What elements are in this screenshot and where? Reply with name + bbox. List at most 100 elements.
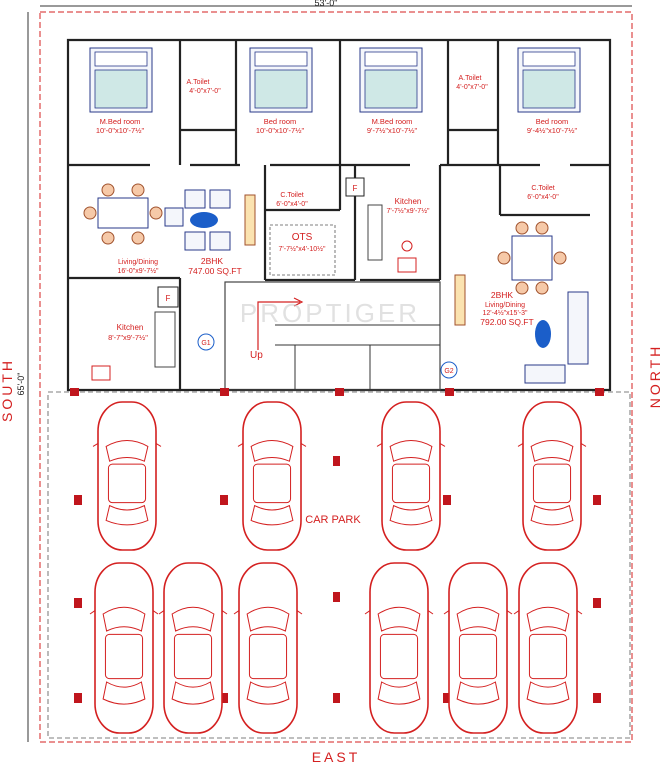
column bbox=[74, 598, 82, 608]
column bbox=[593, 495, 601, 505]
gate-g2-marker bbox=[440, 361, 458, 379]
sofa-set-right bbox=[454, 274, 589, 384]
room-size: 10'-0"x10'-7½" bbox=[256, 126, 305, 135]
label-left-unit-area: 2BHK 747.00 SQ.FT bbox=[188, 256, 241, 276]
bed-right bbox=[517, 47, 581, 113]
car-icon bbox=[364, 562, 434, 734]
room-size: 6'-0"x4'-0" bbox=[276, 201, 308, 208]
car-icon bbox=[517, 401, 587, 551]
room-name: Bed room bbox=[536, 117, 569, 126]
column bbox=[595, 388, 604, 396]
room-size: 4'-0"x7'-0" bbox=[189, 88, 221, 95]
dining-table-left bbox=[83, 183, 163, 245]
room-size: 10'-0"x10'-7½" bbox=[96, 126, 145, 135]
stair-core bbox=[224, 281, 441, 391]
column bbox=[335, 388, 344, 396]
label-left-common-toilet: C.Toilet 6'-0"x4'-0" bbox=[276, 192, 308, 208]
car-icon bbox=[233, 562, 303, 734]
column bbox=[70, 388, 79, 396]
room-name: Kitchen bbox=[117, 323, 144, 332]
room-size: 4'-0"x7'-0" bbox=[456, 84, 488, 91]
direction-north: NORTH bbox=[647, 344, 663, 409]
bed-master-left bbox=[89, 47, 153, 113]
room-size: 9'-4½"x10'-7½" bbox=[527, 126, 578, 135]
room-name: Living/Dining bbox=[118, 259, 158, 266]
car-icon bbox=[513, 562, 583, 734]
label-left-attached-toilet: A.Toilet 4'-0"x7'-0" bbox=[187, 79, 222, 95]
unit-type: 2BHK bbox=[201, 256, 224, 266]
site-boundary bbox=[39, 11, 633, 743]
gate-g1-marker bbox=[197, 333, 215, 351]
label-right-unit-area: 2BHK Living/Dining 12'-4½"x15'-3" 792.00… bbox=[480, 290, 533, 327]
top-dimension: 53'-0" bbox=[315, 0, 338, 8]
unit-area: 792.00 SQ.FT bbox=[480, 317, 533, 327]
car-icon bbox=[237, 401, 307, 551]
column bbox=[220, 495, 228, 505]
room-size: 8'-7"x9'-7½" bbox=[108, 333, 148, 342]
car-icon bbox=[158, 562, 228, 734]
label-left-living: Living/Dining 16'-0"x9'-7½" bbox=[117, 259, 159, 275]
car-icon bbox=[92, 401, 162, 551]
column bbox=[333, 592, 340, 602]
column bbox=[333, 456, 340, 466]
columns bbox=[70, 388, 604, 703]
room-name: A.Toilet bbox=[459, 75, 482, 82]
room-name: C.Toilet bbox=[280, 192, 303, 199]
label-right-master-bedroom: M.Bed room 9'-7½"x10'-7½" bbox=[367, 117, 418, 135]
bed-master-right bbox=[359, 47, 423, 113]
parked-cars bbox=[89, 401, 587, 734]
watermark: PROPTIGER bbox=[240, 298, 420, 328]
room-size: 7'-7½"x9'-7½" bbox=[386, 207, 430, 215]
gate-g2-label: G2 bbox=[444, 368, 453, 375]
building-outline bbox=[66, 38, 612, 392]
room-size: 9'-7½"x10'-7½" bbox=[367, 126, 418, 135]
label-left-bedroom: Bed room 10'-0"x10'-7½" bbox=[256, 117, 305, 135]
label-ots: OTS 7'-7½"x4'-10½" bbox=[279, 232, 326, 253]
room-name: A.Toilet bbox=[187, 79, 210, 86]
column bbox=[220, 388, 229, 396]
label-right-attached-toilet: A.Toilet 4'-0"x7'-0" bbox=[456, 75, 488, 91]
room-name: M.Bed room bbox=[372, 117, 413, 126]
unit-type: 2BHK bbox=[491, 290, 514, 300]
room-name: Bed room bbox=[264, 117, 297, 126]
bed-left bbox=[249, 47, 313, 113]
label-right-kitchen: Kitchen 7'-7½"x9'-7½" bbox=[386, 197, 430, 215]
stair-up-label: Up bbox=[250, 350, 263, 361]
label-right-bedroom: Bed room 9'-4½"x10'-7½" bbox=[527, 117, 578, 135]
label-right-common-toilet: C.Toilet 6'-0"x4'-0" bbox=[527, 185, 559, 201]
direction-south: SOUTH bbox=[0, 358, 15, 422]
column bbox=[443, 495, 451, 505]
column bbox=[445, 388, 454, 396]
ots-name: OTS bbox=[292, 232, 313, 243]
sofa-set-left bbox=[164, 189, 256, 251]
left-dimension: 65'-0" bbox=[16, 373, 26, 396]
fridge-left-label: F bbox=[166, 294, 171, 303]
room-name: C.Toilet bbox=[531, 185, 554, 192]
kitchen-right-fixtures bbox=[345, 177, 417, 273]
label-left-kitchen: Kitchen 8'-7"x9'-7½" bbox=[108, 323, 148, 342]
room-name: Living/Dining bbox=[485, 302, 525, 309]
column bbox=[593, 693, 601, 703]
gate-g1-label: G1 bbox=[201, 340, 210, 347]
column bbox=[593, 598, 601, 608]
direction-east: EAST bbox=[312, 749, 361, 765]
car-icon bbox=[89, 562, 159, 734]
ots-size: 7'-7½"x4'-10½" bbox=[279, 245, 326, 253]
arrow-head bbox=[293, 297, 304, 307]
column bbox=[333, 693, 340, 703]
room-name: Kitchen bbox=[395, 197, 422, 206]
ots-shaft bbox=[269, 224, 336, 276]
room-name: M.Bed room bbox=[100, 117, 141, 126]
room-size: 16'-0"x9'-7½" bbox=[117, 267, 159, 275]
column bbox=[74, 693, 82, 703]
room-size: 12'-4½"x15'-3" bbox=[482, 309, 528, 317]
label-left-master-bedroom: M.Bed room 10'-0"x10'-7½" bbox=[96, 117, 145, 135]
room-size: 6'-0"x4'-0" bbox=[527, 194, 559, 201]
column bbox=[443, 693, 451, 703]
dining-table-right bbox=[497, 221, 567, 295]
column bbox=[220, 693, 228, 703]
car-park-label: CAR PARK bbox=[305, 514, 361, 526]
kitchen-left-fixtures bbox=[91, 286, 179, 381]
column bbox=[74, 495, 82, 505]
